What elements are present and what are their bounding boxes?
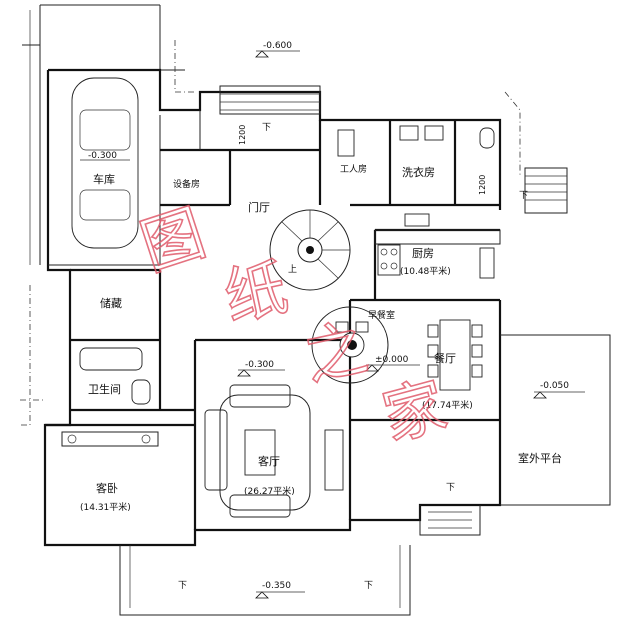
label-living-area: (26.27平米) (244, 485, 295, 497)
label-equipment: 设备房 (173, 178, 200, 190)
level-marker-top: -0.600 (255, 41, 300, 58)
svg-text:-0.300: -0.300 (245, 360, 274, 370)
bathroom-fixtures (79, 125, 495, 405)
svg-text:-0.050: -0.050 (540, 381, 569, 391)
dim-1200-left: 1200 (238, 125, 247, 145)
svg-text:-0.350: -0.350 (262, 581, 291, 591)
label-kitchen: 厨房 (412, 247, 434, 260)
kitchen-counter (374, 213, 501, 279)
svg-text:纸: 纸 (218, 250, 294, 334)
label-kitchen-area: (10.48平米) (400, 265, 451, 277)
label-laundry: 洗衣房 (402, 165, 435, 179)
level-marker-garage: -0.300 (88, 151, 117, 161)
up-mark-stair: 上 (288, 264, 297, 275)
svg-text:-0.300: -0.300 (88, 151, 117, 161)
label-garage: 车库 (93, 172, 115, 186)
spiral-stair (269, 209, 351, 291)
level-marker-terrace: -0.050 (533, 381, 585, 399)
label-dining: 餐厅 (434, 351, 456, 365)
watermark: 图 纸 之 家 (131, 195, 454, 455)
outdoor-platform (419, 334, 611, 536)
interior-walls (45, 110, 500, 530)
down-mark-platform: 下 (446, 483, 455, 493)
entry-steps (219, 85, 321, 115)
level-marker-bottom: -0.350 (255, 581, 305, 599)
label-bathroom: 卫生间 (88, 382, 121, 396)
label-living: 客厅 (258, 454, 280, 468)
svg-text:-0.600: -0.600 (263, 41, 292, 51)
dim-1200-right: 1200 (478, 175, 487, 195)
down-mark-entry: 下 (262, 123, 271, 133)
side-stairs (524, 167, 568, 214)
label-dining-area: (17.74平米) (422, 399, 473, 411)
down-mark-front-left: 下 (178, 581, 187, 591)
down-mark-front-right: 下 (364, 581, 373, 591)
down-mark-side: 下 (519, 191, 528, 201)
svg-text:±0.000: ±0.000 (375, 355, 409, 365)
label-guest-bedroom: 客卧 (96, 481, 118, 495)
front-terrace (119, 545, 411, 616)
level-marker-dining: ±0.000 (365, 355, 420, 372)
guest-bed (61, 431, 159, 447)
car-icon (71, 77, 139, 249)
label-utility: 工人房 (340, 163, 367, 175)
living-sofa-set (204, 384, 344, 518)
level-marker-living: -0.300 (237, 360, 285, 377)
label-storage: 储藏 (100, 296, 122, 310)
label-breakfast: 早餐室 (368, 309, 395, 321)
eave-lines (20, 40, 521, 426)
label-terrace: 室外平台 (518, 451, 562, 465)
label-foyer: 门厅 (248, 200, 270, 214)
label-guest-area: (14.31平米) (80, 501, 131, 513)
dining-table (427, 319, 483, 391)
breakfast-table (311, 306, 389, 384)
